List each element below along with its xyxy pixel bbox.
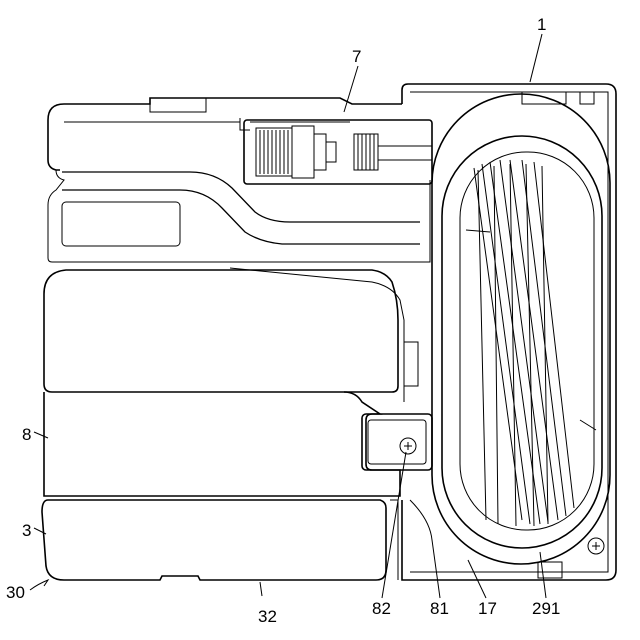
ref-label-17: 17 [478,599,497,618]
ref-label-7: 7 [352,47,361,66]
upper-block [44,268,418,402]
block-3 [42,500,398,580]
adjuster-screw-7 [240,118,432,184]
leader-lines [30,34,546,598]
housing-outline [402,84,616,580]
ref-label-3: 3 [22,521,31,540]
ref-label-82: 82 [372,599,391,618]
ref-label-1: 1 [537,15,546,34]
ref-label-291: 291 [532,599,560,618]
ref-label-81: 81 [430,599,449,618]
ref-label-8: 8 [22,425,31,444]
coil-assembly [432,94,610,578]
block-8 [44,392,432,496]
top-body [48,98,430,262]
ref-label-32: 32 [258,607,277,626]
ref-label-30: 30 [6,583,25,602]
